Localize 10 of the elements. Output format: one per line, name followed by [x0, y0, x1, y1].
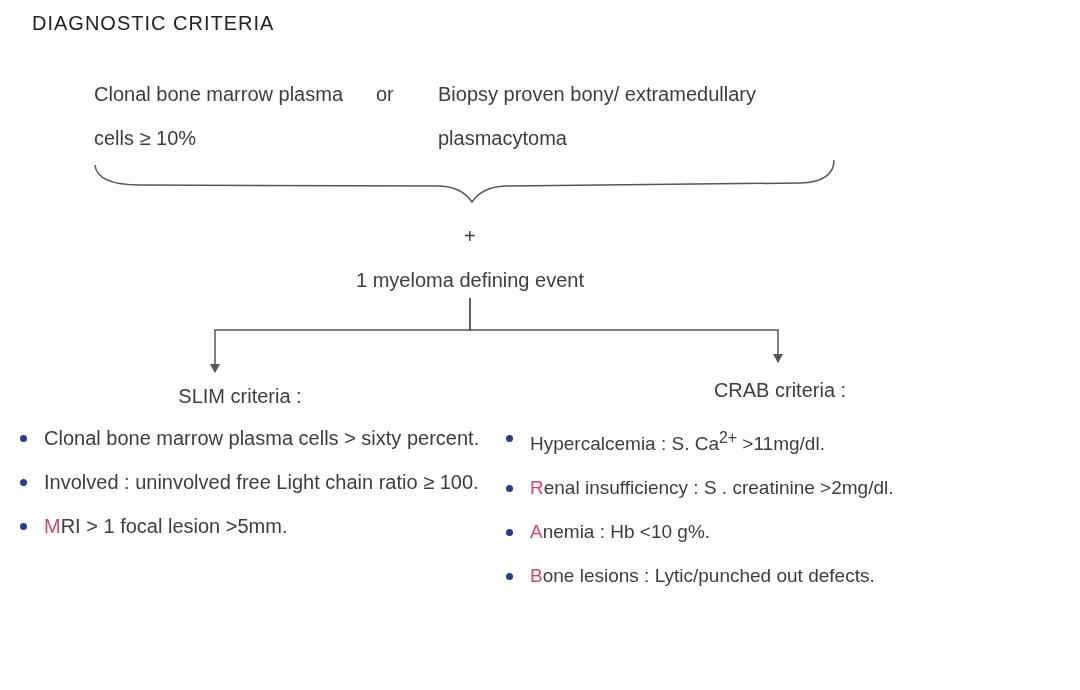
plus-sign: +	[464, 224, 476, 249]
connector-word: or	[376, 82, 394, 107]
criterion-text: Biopsy proven bony/ extramedullary plasmacytoma	[438, 82, 757, 151]
heading-text: SLIM criteria :	[140, 372, 340, 408]
arrow	[469, 297, 783, 363]
title: DIAGNOSTIC CRITERIA	[32, 12, 275, 35]
heading-text: 1 myeloma defining event	[300, 262, 640, 298]
heading-text: CRAB criteria :	[680, 362, 880, 402]
criterion-text: Clonal bone marrow plasma cells ≥ 10%	[94, 82, 344, 151]
list-item: Bone lesions : Lytic/punched out defects.	[500, 554, 1075, 599]
